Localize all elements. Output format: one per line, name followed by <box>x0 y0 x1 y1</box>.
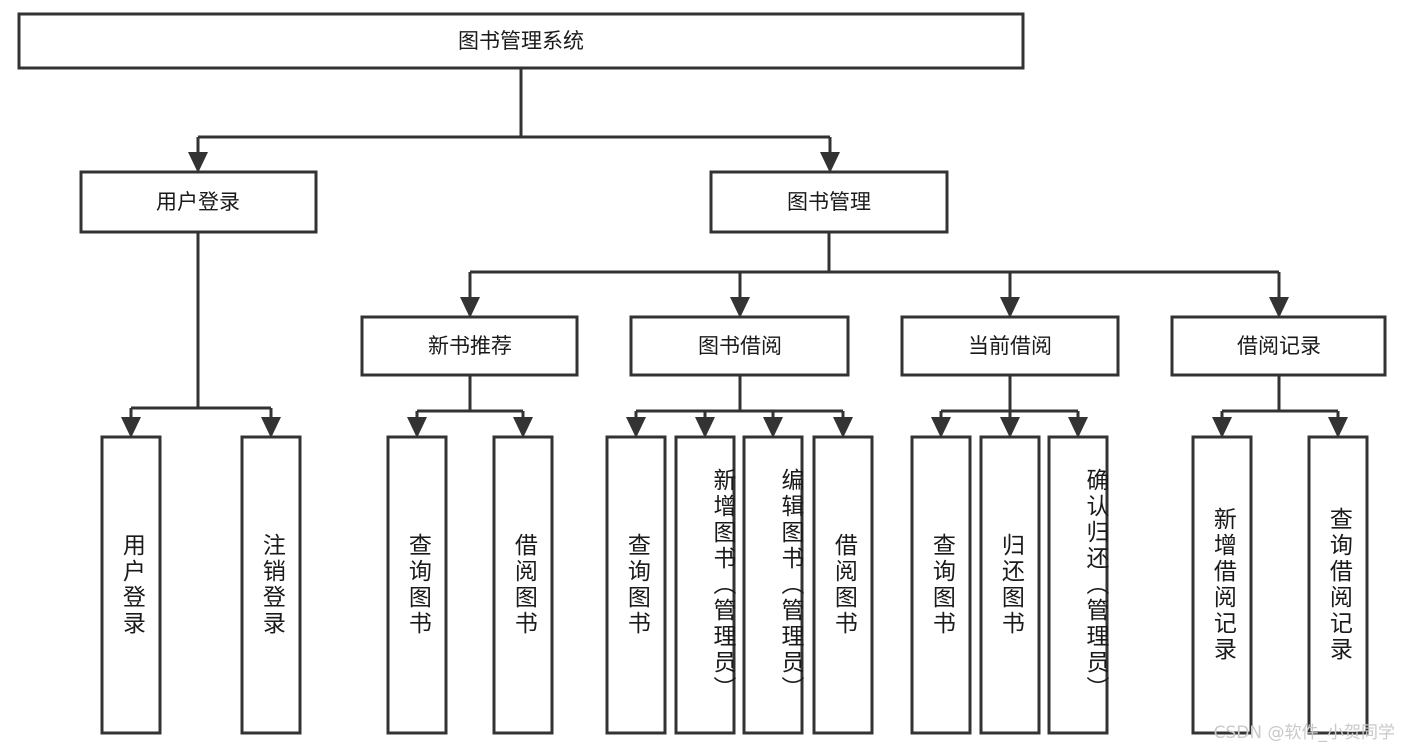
leaf-box[interactable] <box>1191 435 1253 735</box>
node-root-label: 图书管理系统 <box>458 29 584 53</box>
connector-borrow-to-leaves <box>626 375 853 438</box>
node-current-borrow[interactable]: 当前借阅 <box>900 315 1120 377</box>
node-book-borrow-label: 图书借阅 <box>698 334 782 358</box>
leaf-box[interactable] <box>674 435 736 735</box>
node-new-book-recommend-label: 新书推荐 <box>428 334 512 358</box>
leaf-box[interactable] <box>386 435 448 735</box>
node-book-borrow[interactable]: 图书借阅 <box>629 315 850 377</box>
node-book-management[interactable]: 图书管理 <box>709 170 949 234</box>
leaf-box[interactable] <box>240 435 302 735</box>
leaf-box[interactable] <box>812 435 874 735</box>
leaf-box[interactable] <box>979 435 1041 735</box>
leaf-box[interactable] <box>910 435 972 735</box>
connector-books-to-level3 <box>460 232 1289 318</box>
connector-newbooks-to-leaves <box>407 375 533 438</box>
leaf-box[interactable] <box>605 435 667 735</box>
node-borrow-records[interactable]: 借阅记录 <box>1170 315 1387 377</box>
connector-root-to-level2 <box>188 68 840 173</box>
connector-current-to-leaves <box>931 375 1088 438</box>
node-borrow-records-label: 借阅记录 <box>1237 334 1321 358</box>
leaf-box[interactable] <box>492 435 554 735</box>
connector-login-to-leaves <box>121 232 281 438</box>
node-root[interactable]: 图书管理系统 <box>17 12 1025 70</box>
leaf-box-group <box>100 435 1369 735</box>
leaf-box[interactable] <box>1047 435 1109 735</box>
watermark: CSDN @软件_小贺同学 <box>1213 723 1395 743</box>
node-user-login[interactable]: 用户登录 <box>79 170 318 234</box>
connector-records-to-leaves <box>1212 375 1348 438</box>
leaf-box[interactable] <box>100 435 162 735</box>
node-current-borrow-label: 当前借阅 <box>968 334 1052 358</box>
node-user-login-label: 用户登录 <box>156 190 240 214</box>
node-book-management-label: 图书管理 <box>787 190 871 214</box>
leaf-box[interactable] <box>742 435 804 735</box>
node-new-book-recommend[interactable]: 新书推荐 <box>360 315 579 377</box>
leaf-box[interactable] <box>1307 435 1369 735</box>
